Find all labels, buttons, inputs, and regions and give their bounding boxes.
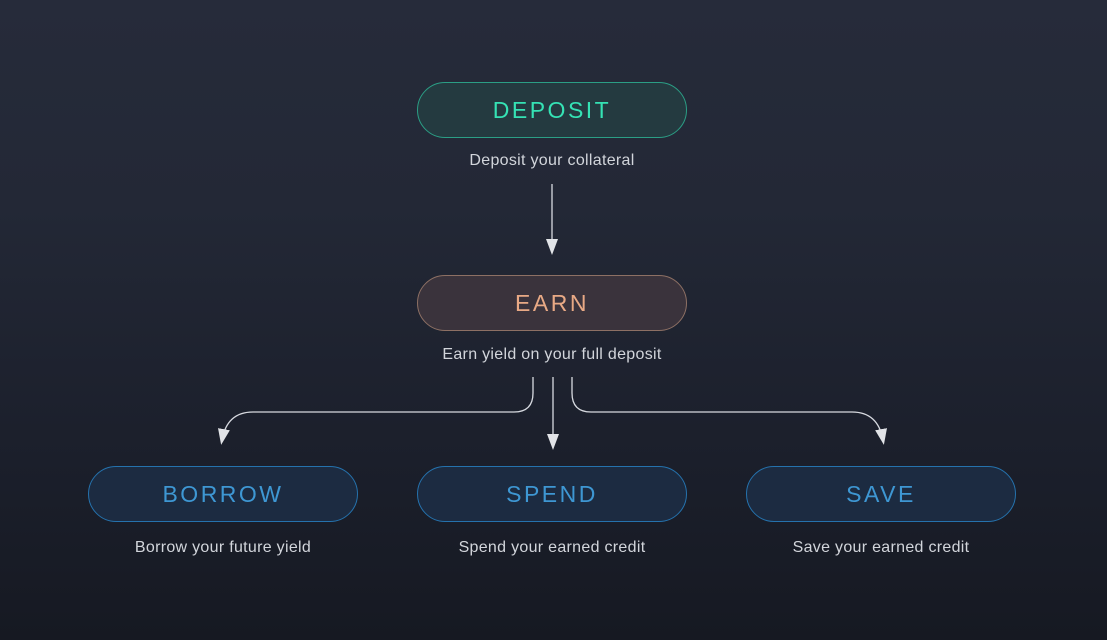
save-label: SAVE — [846, 480, 916, 507]
earn-button[interactable]: EARN — [417, 275, 687, 331]
save-caption: Save your earned credit — [792, 539, 970, 556]
spend-button[interactable]: SPEND — [417, 466, 687, 522]
save-button[interactable]: SAVE — [746, 466, 1016, 522]
spend-caption: Spend your earned credit — [458, 539, 646, 556]
earn-caption: Earn yield on your full deposit — [442, 346, 662, 363]
borrow-caption: Borrow your future yield — [134, 539, 312, 556]
arrow-earn-to-save — [571, 377, 887, 445]
borrow-label: BORROW — [162, 480, 284, 507]
arrow-earn-to-borrow — [218, 377, 534, 445]
borrow-button[interactable]: BORROW — [88, 466, 358, 522]
earn-label: EARN — [515, 289, 589, 316]
deposit-button[interactable]: DEPOSIT — [417, 82, 687, 138]
deposit-label: DEPOSIT — [492, 96, 612, 123]
deposit-caption: Deposit your collateral — [469, 152, 635, 169]
spend-label: SPEND — [506, 480, 598, 507]
